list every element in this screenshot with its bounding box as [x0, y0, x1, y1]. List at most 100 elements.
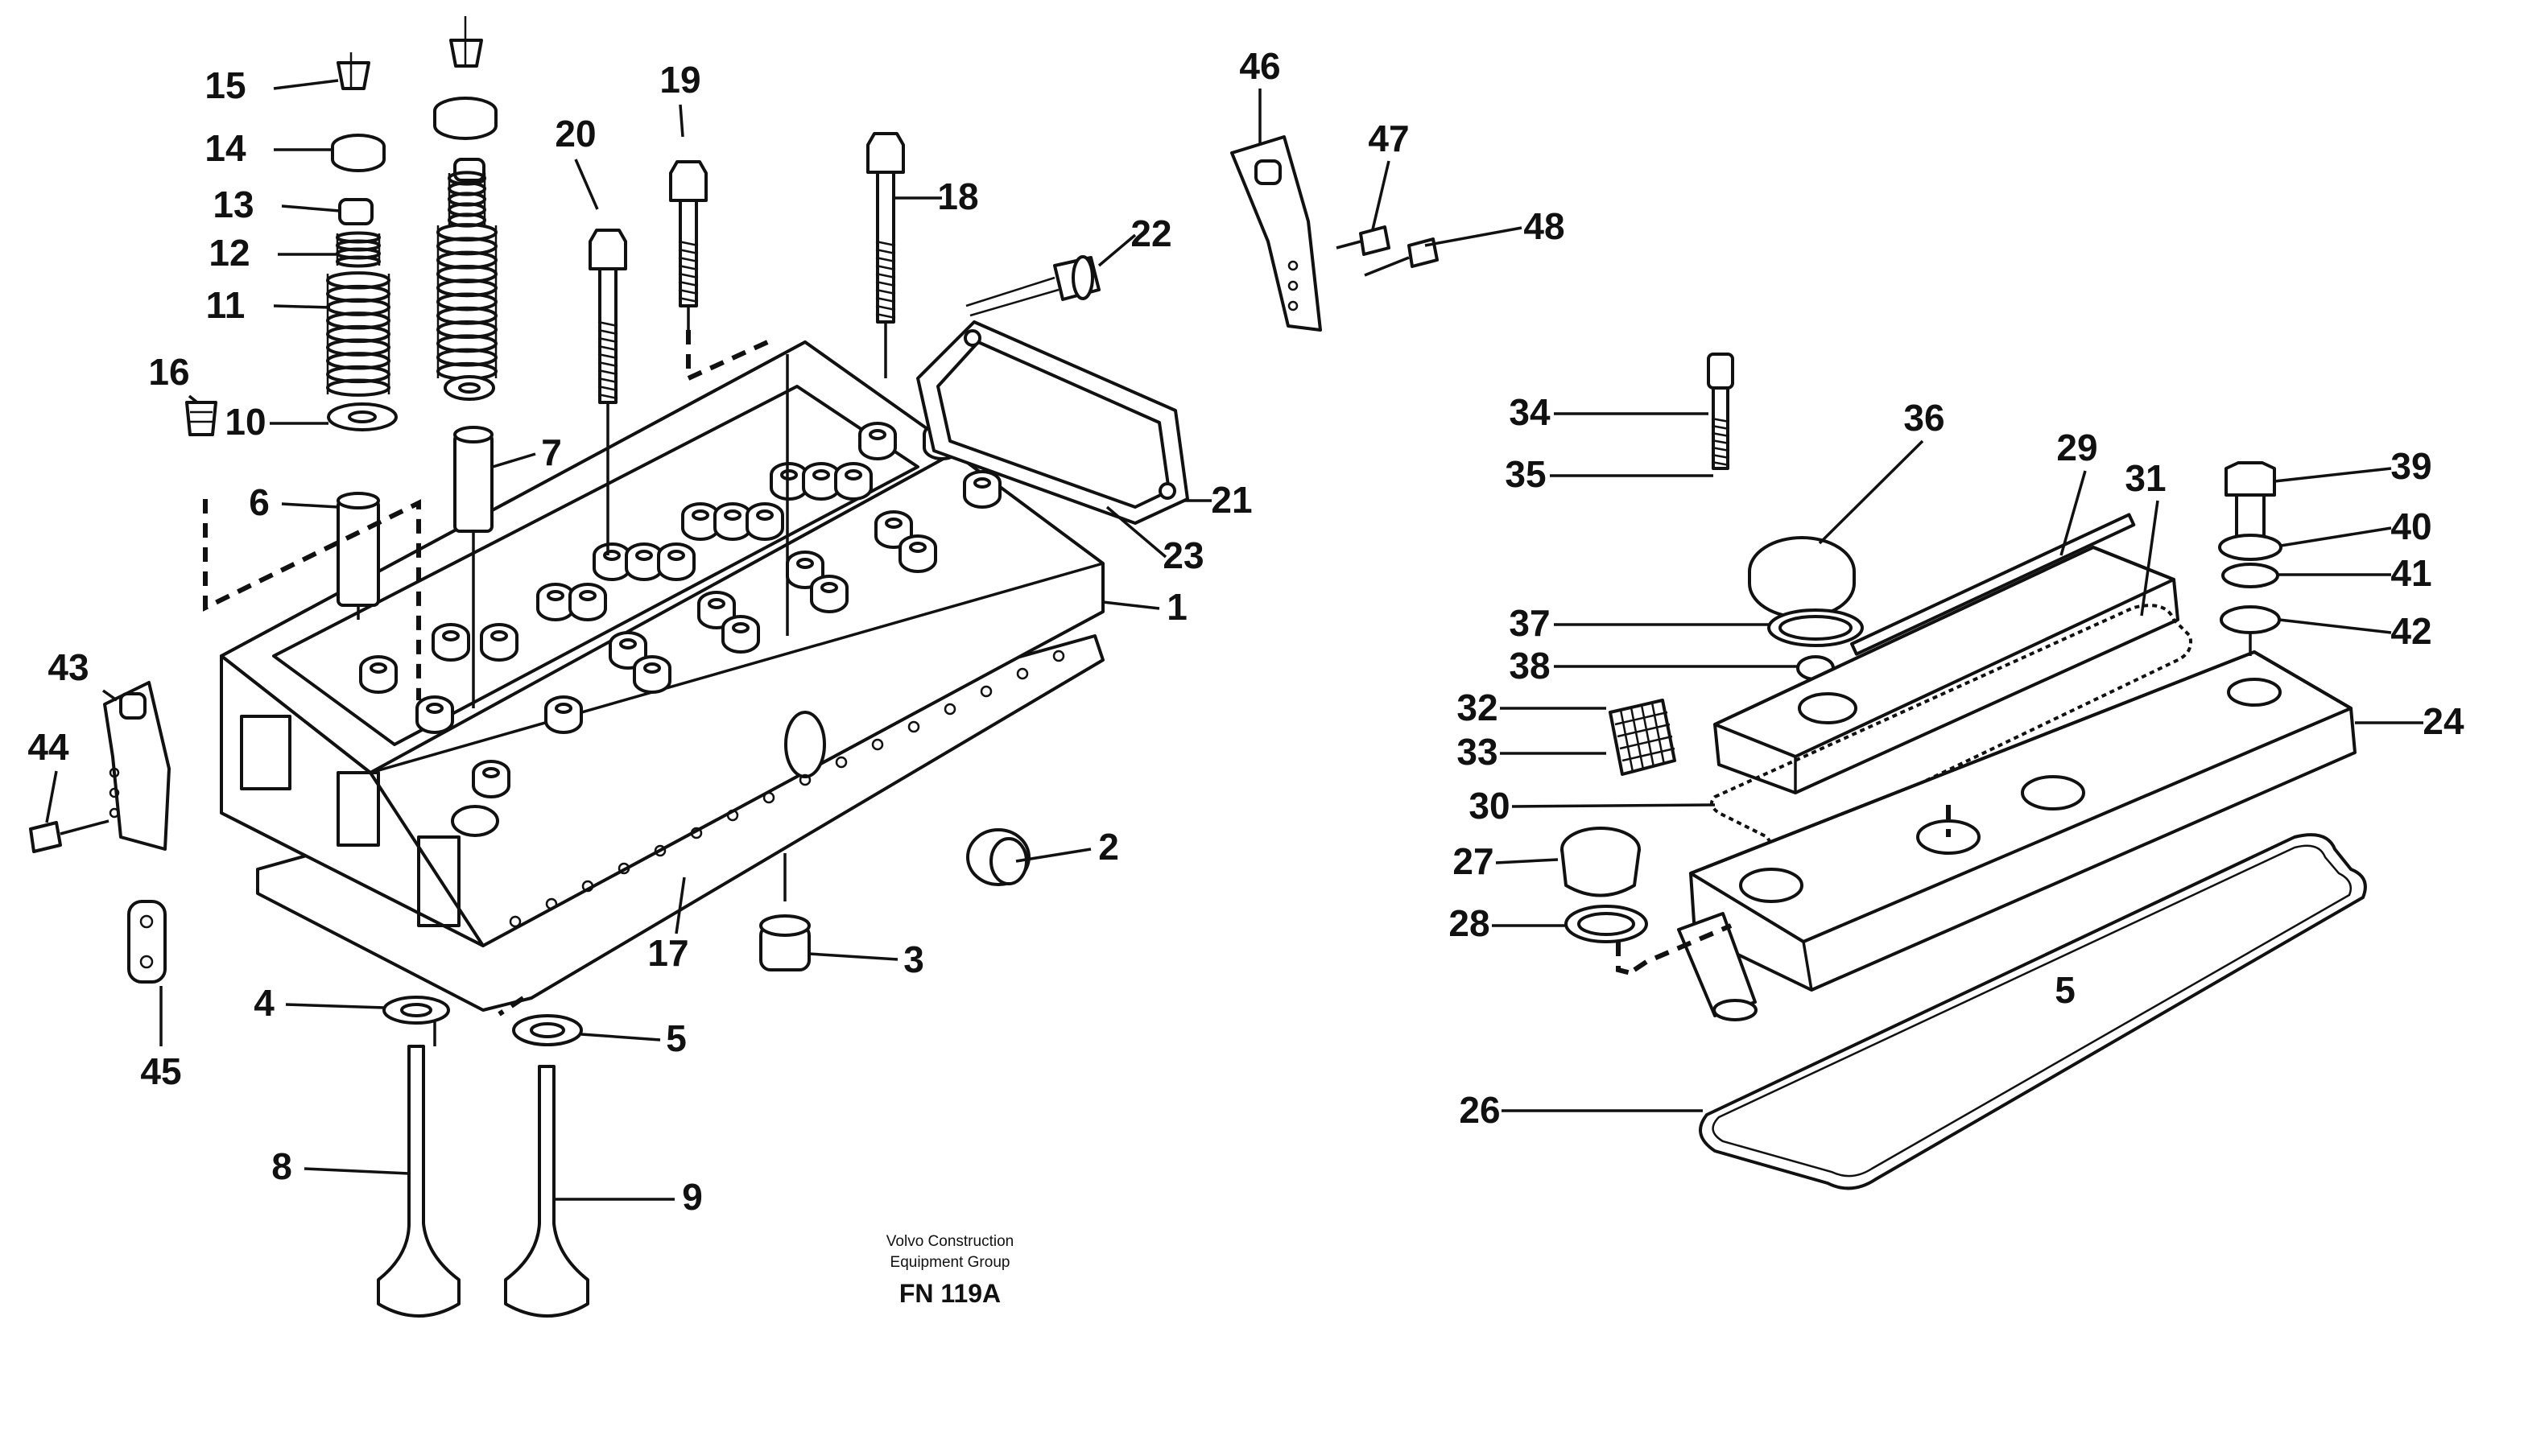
callout-label: 37	[1509, 602, 1550, 644]
valve-stem-seal-2	[453, 158, 485, 182]
leader-line	[101, 689, 118, 702]
leader-line	[304, 1167, 410, 1175]
callout-label: 46	[1239, 45, 1280, 87]
leader-line	[2278, 618, 2392, 634]
o-ring-37-inner	[1778, 615, 1853, 641]
callout-label: 18	[937, 175, 978, 217]
callout-label: 8	[271, 1145, 292, 1187]
lifting-bracket-right	[1230, 135, 1439, 332]
callout-label: 4	[254, 982, 275, 1024]
callout-label: 47	[1368, 118, 1409, 159]
caption-company-1: Volvo Construction	[886, 1233, 1014, 1250]
leader-line	[1102, 600, 1160, 610]
rocker-cover-gasket-26-inner	[1712, 844, 2353, 1178]
callout-label: 23	[1163, 534, 1204, 576]
caption-company-2: Equipment Group	[890, 1254, 1010, 1271]
leader-line	[679, 104, 684, 138]
caption-block: Volvo Construction Equipment Group FN 11…	[886, 1233, 1014, 1308]
leader-line	[1105, 505, 1167, 559]
callout-label: 2	[1098, 826, 1119, 868]
leader-line	[281, 502, 339, 509]
cover-bolt	[1707, 353, 1734, 470]
leader-line	[1511, 803, 1716, 808]
callout-label: 28	[1448, 902, 1489, 944]
leader-line	[2059, 470, 2087, 556]
callout-label: 15	[204, 64, 246, 106]
callout-label: 40	[2390, 505, 2431, 547]
callout-label: 39	[2390, 445, 2431, 487]
breather-filter	[1609, 699, 1676, 776]
leader-line	[2280, 526, 2392, 547]
callout-label: 6	[249, 481, 270, 523]
callout-label: 13	[213, 184, 254, 225]
leader-line	[285, 1003, 386, 1009]
callout-label: 5	[666, 1017, 687, 1059]
gasket-holes	[509, 650, 1065, 928]
lifting-bracket-left	[29, 681, 171, 853]
lifting-eye-45	[127, 900, 167, 984]
callout-label: 11	[206, 284, 246, 326]
callout-label: 24	[2423, 700, 2464, 742]
callout-label: 33	[1456, 731, 1497, 773]
callout-label: 34	[1509, 391, 1551, 433]
callout-label: 7	[541, 431, 562, 473]
callout-label: 36	[1903, 397, 1944, 439]
callout-label: 31	[2125, 457, 2166, 499]
callout-label: 20	[555, 113, 596, 155]
callout-label: 1	[1167, 586, 1188, 628]
threaded-plug	[185, 401, 217, 436]
leader-line	[2140, 500, 2159, 617]
callout-label: 41	[2390, 552, 2431, 594]
callout-label: 19	[659, 59, 700, 101]
callout-label: 12	[209, 232, 250, 274]
leader-line	[1818, 439, 1924, 545]
callout-label: 26	[1459, 1089, 1500, 1131]
leader-line	[1015, 848, 1092, 863]
rocker-cover-24	[1633, 650, 2357, 1021]
core-plug-2	[966, 828, 1031, 886]
valves	[377, 1045, 589, 1318]
callout-label: 44	[27, 726, 69, 768]
leader-lines	[45, 79, 2423, 1201]
leader-line	[574, 159, 599, 210]
callout-label: 38	[1509, 645, 1550, 687]
core-plug-3	[759, 914, 811, 971]
callout-label: 29	[2056, 427, 2097, 468]
callout-label: 27	[1452, 840, 1493, 882]
callout-label: 21	[1211, 479, 1252, 521]
callout-label: 48	[1523, 205, 1564, 247]
callout-label: 35	[1505, 453, 1546, 495]
oil-filler-cap	[1560, 827, 1648, 976]
valve-seats	[382, 996, 583, 1046]
spring-seats	[327, 375, 495, 431]
cover-gasket-30	[1710, 604, 2192, 850]
side-cover	[916, 320, 1189, 525]
callout-label: 42	[2390, 610, 2431, 652]
leader-line	[1424, 226, 1522, 247]
leader-line	[675, 876, 686, 934]
head-bolts	[589, 132, 905, 404]
valve-stem-seal	[338, 198, 374, 225]
callout-label: 3	[903, 938, 924, 980]
callout-labels: 1234556789101112131415161718192021222324…	[27, 45, 2464, 1218]
callout-label: 17	[647, 932, 688, 974]
figure-code: FN 119A	[899, 1279, 1001, 1308]
callout-label: 45	[140, 1050, 181, 1092]
leader-line	[45, 770, 58, 823]
callout-label: 9	[682, 1176, 703, 1218]
leader-line	[1097, 233, 1137, 267]
leader-line	[580, 1033, 661, 1041]
leader-line	[808, 952, 898, 961]
leader-line	[273, 79, 339, 90]
spring-retainers	[331, 97, 498, 172]
cover-nut-stack	[2218, 461, 2282, 656]
rocker-cover-gasket-26	[1699, 833, 2367, 1190]
valve-collets	[337, 16, 483, 90]
leader-line	[492, 452, 536, 468]
filler-cap-36	[1748, 536, 1856, 619]
leader-line	[188, 394, 199, 404]
callout-label: 43	[48, 646, 89, 688]
leader-line	[2274, 467, 2392, 483]
